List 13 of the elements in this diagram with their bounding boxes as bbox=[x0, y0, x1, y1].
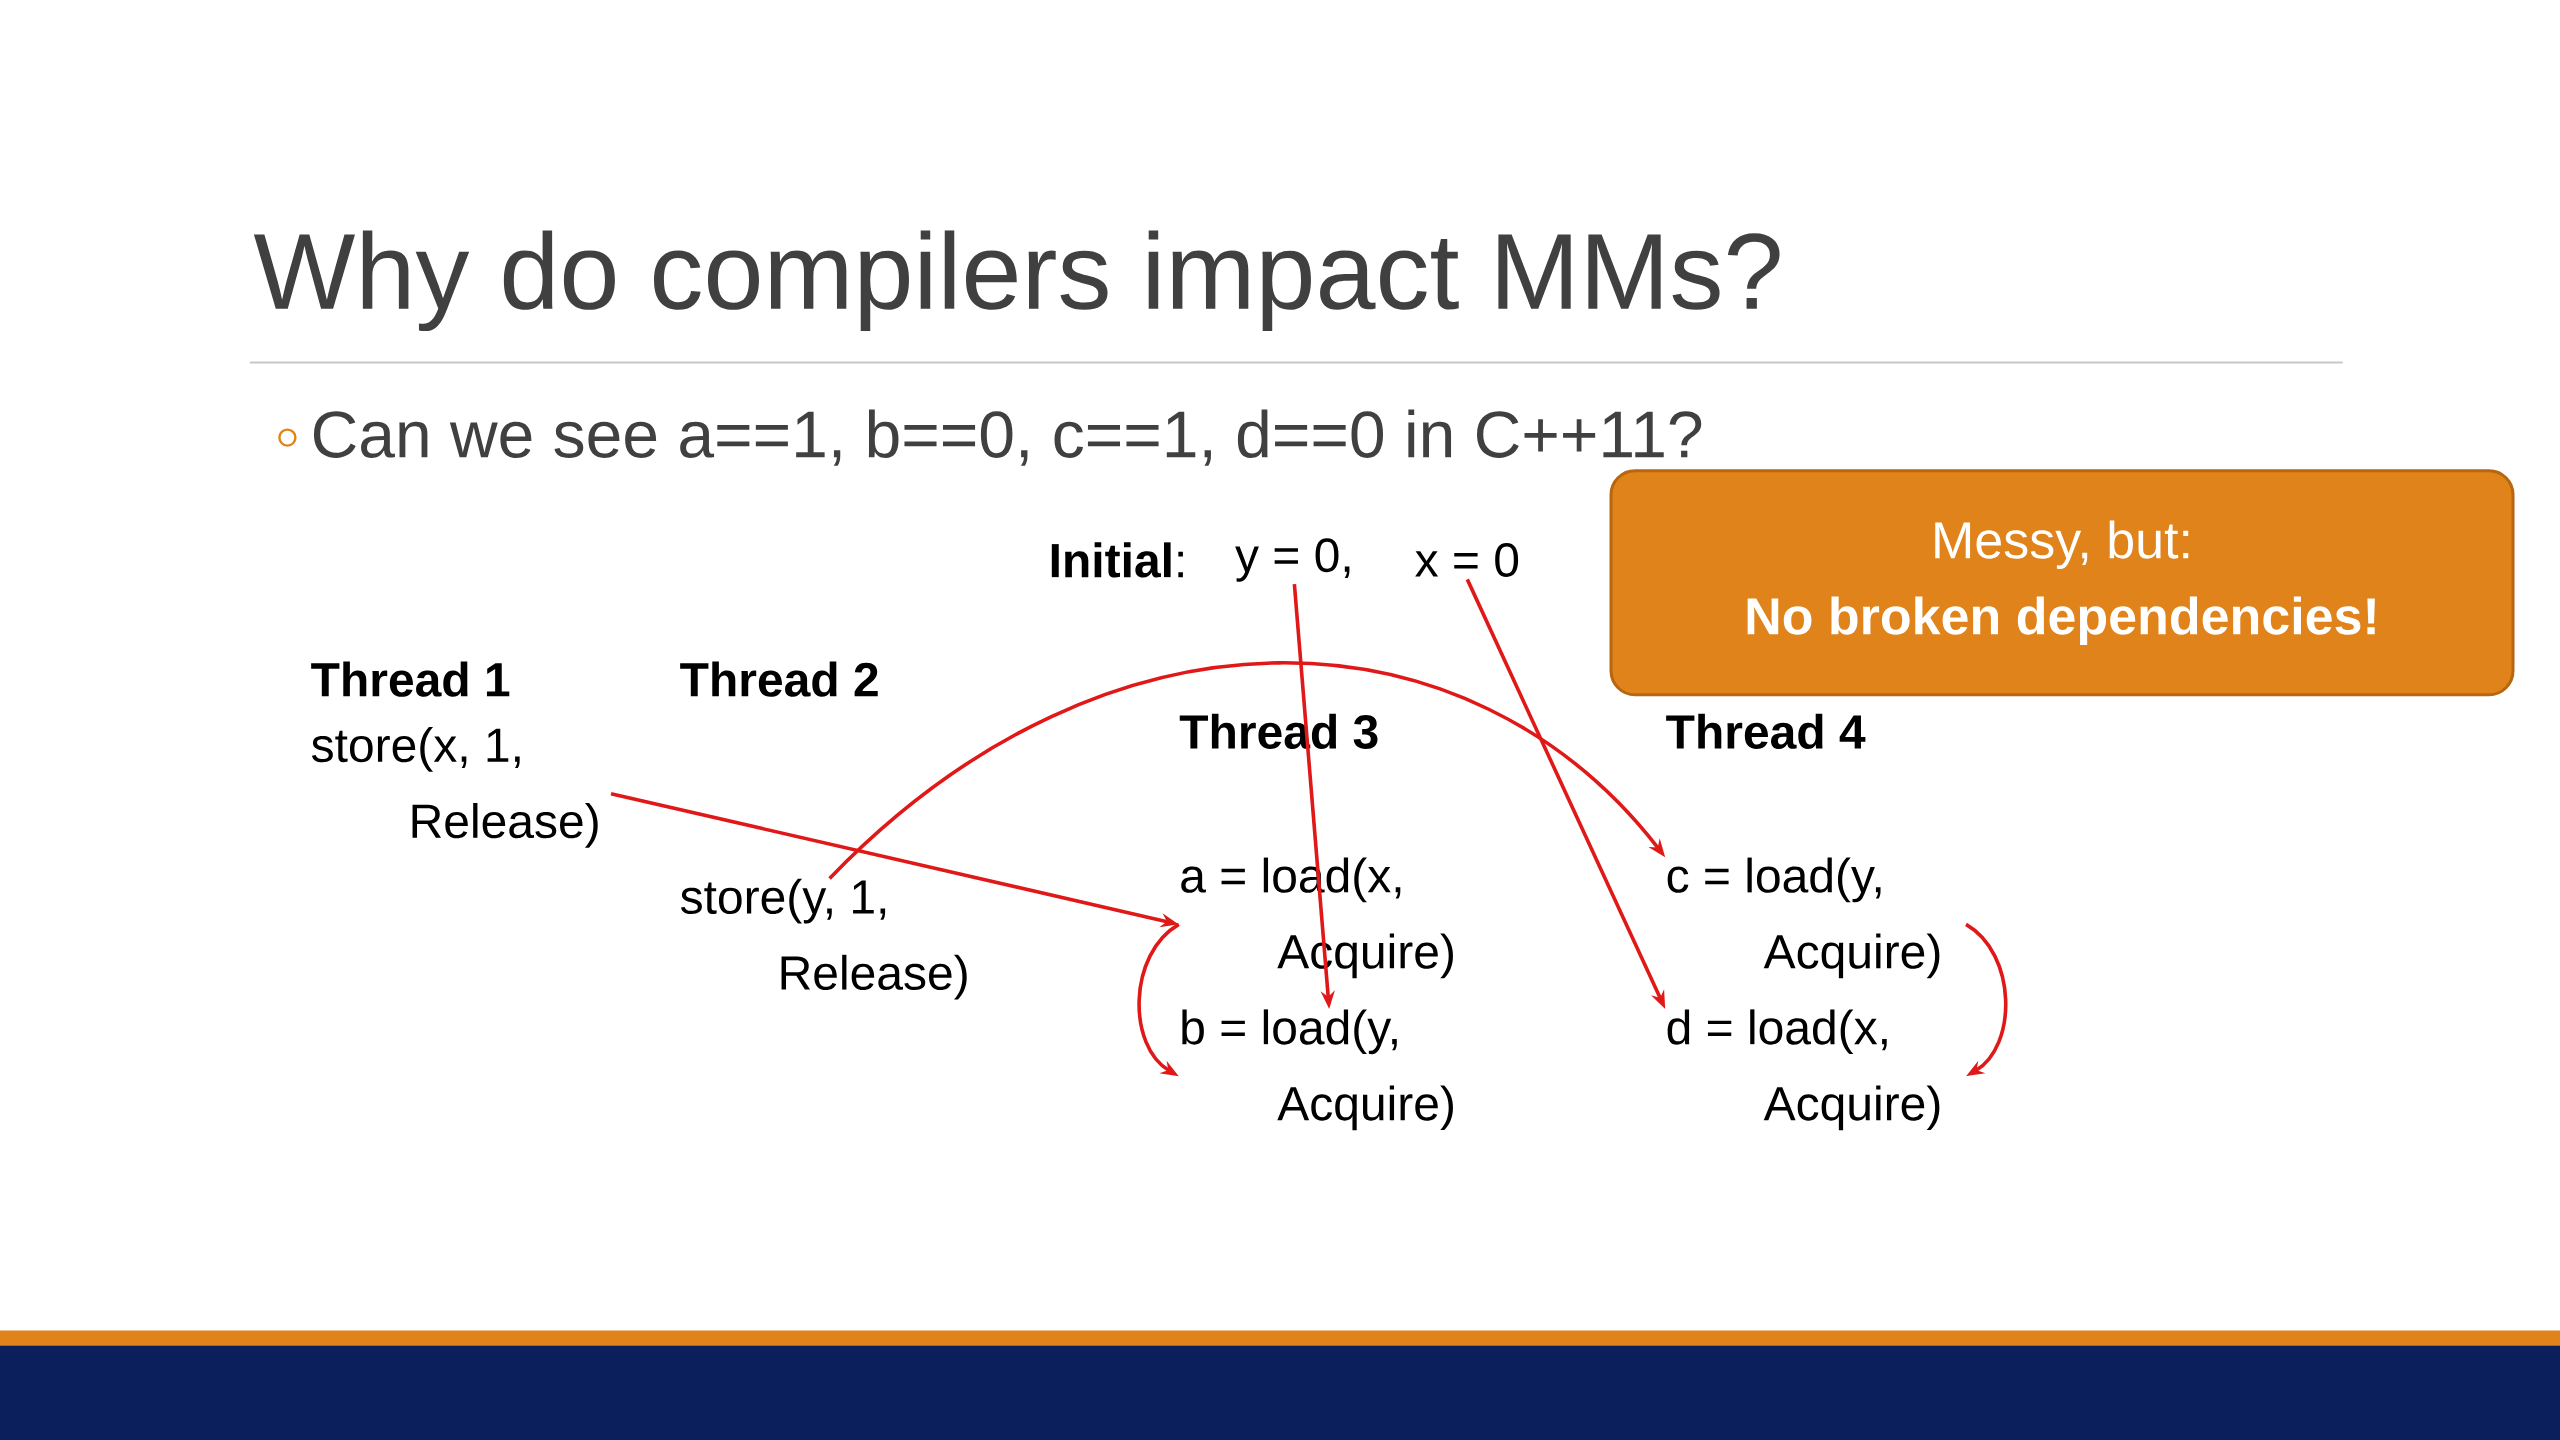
code-text: x = 0 bbox=[1415, 543, 1519, 577]
callout-box: Messy, but: No broken dependencies! bbox=[1609, 469, 2515, 697]
code-text: d = load(x, Acquire) bbox=[1667, 1009, 1940, 1131]
thread-heading: Thread 1 bbox=[311, 661, 510, 697]
code-text: store(x, 1, Release) bbox=[311, 727, 598, 848]
code-text: store(y, 1, Release) bbox=[680, 878, 967, 1000]
bullet-text: Can we see a==1, b==0, c==1, d==0 in C++11? bbox=[313, 409, 1702, 466]
code-text: b = load(y, Acquire) bbox=[1182, 1009, 1453, 1131]
slide-title: Why do compilers impact MMs? bbox=[253, 230, 1780, 332]
code-text: c = load(y, Acquire) bbox=[1667, 857, 1940, 979]
thread-heading: Thread 2 bbox=[680, 661, 878, 697]
code-text: y = 0, bbox=[1235, 538, 1350, 582]
initial-label: Initial: bbox=[1051, 542, 1183, 578]
